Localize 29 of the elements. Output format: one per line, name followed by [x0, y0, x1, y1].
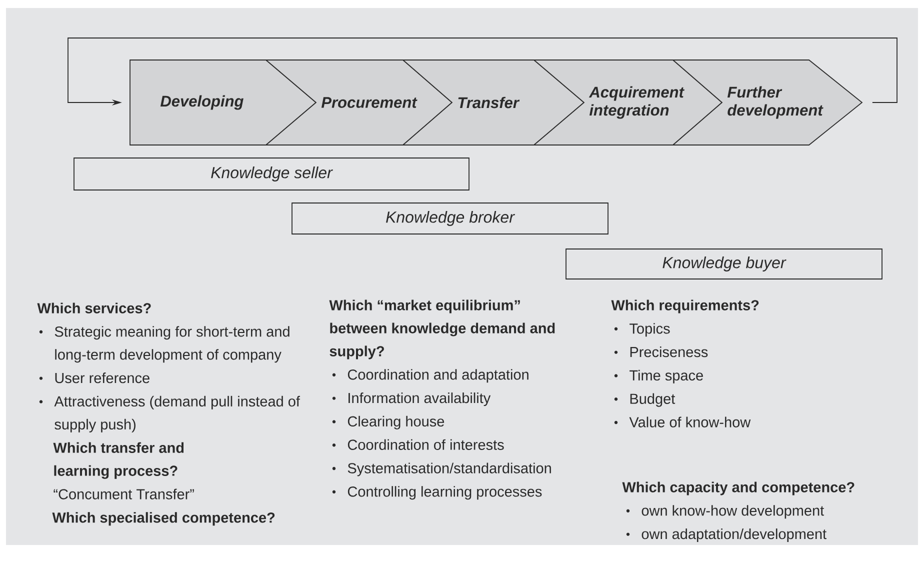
bullet-item: Strategic meaning for short-term and long-term development of company	[39, 326, 290, 363]
question-heading: Which transfer and learning process?	[53, 442, 184, 479]
bullet-item: Systematisation/standardisation	[332, 462, 551, 476]
bullet-item: Coordination of interests	[332, 439, 504, 450]
bullet-item: Coordination and adaptation	[332, 369, 528, 383]
bullet-item: own know-how development	[626, 505, 824, 519]
quote-text: “Concument Transfer”	[54, 488, 194, 500]
process-step: Acquirement integration	[532, 60, 723, 146]
bullet-item: Attractiveness (demand pull instead of supply push)	[39, 396, 300, 432]
bullet-item: Clearing house	[332, 416, 444, 430]
bullet-item: own adaptation/development	[626, 528, 826, 542]
bullet-item: Preciseness	[614, 346, 708, 358]
bullet-item: Topics	[614, 323, 670, 337]
bullet-item: Value of know-how	[614, 416, 751, 428]
bullet-item: Time space	[614, 370, 703, 384]
bullet-item: Information availability	[332, 392, 491, 406]
process-step: Developing	[130, 60, 317, 146]
question-heading: Which “market equilibrium” between knowledge demand and supply?	[329, 300, 555, 360]
process-step: Procurement	[264, 60, 453, 146]
bullet-item: Controlling learning processes	[332, 486, 542, 500]
role-box: Knowledge broker	[292, 202, 608, 234]
question-heading: Which specialised competence?	[52, 512, 275, 526]
question-heading: Which services?	[37, 302, 151, 314]
bullet-item: Budget	[614, 393, 676, 407]
role-box: Knowledge seller	[74, 158, 470, 190]
question-heading: Which requirements?	[611, 300, 759, 314]
question-heading: Which capacity and competence?	[622, 482, 854, 496]
role-box: Knowledge buyer	[566, 248, 882, 280]
bullet-item: User reference	[39, 372, 150, 384]
